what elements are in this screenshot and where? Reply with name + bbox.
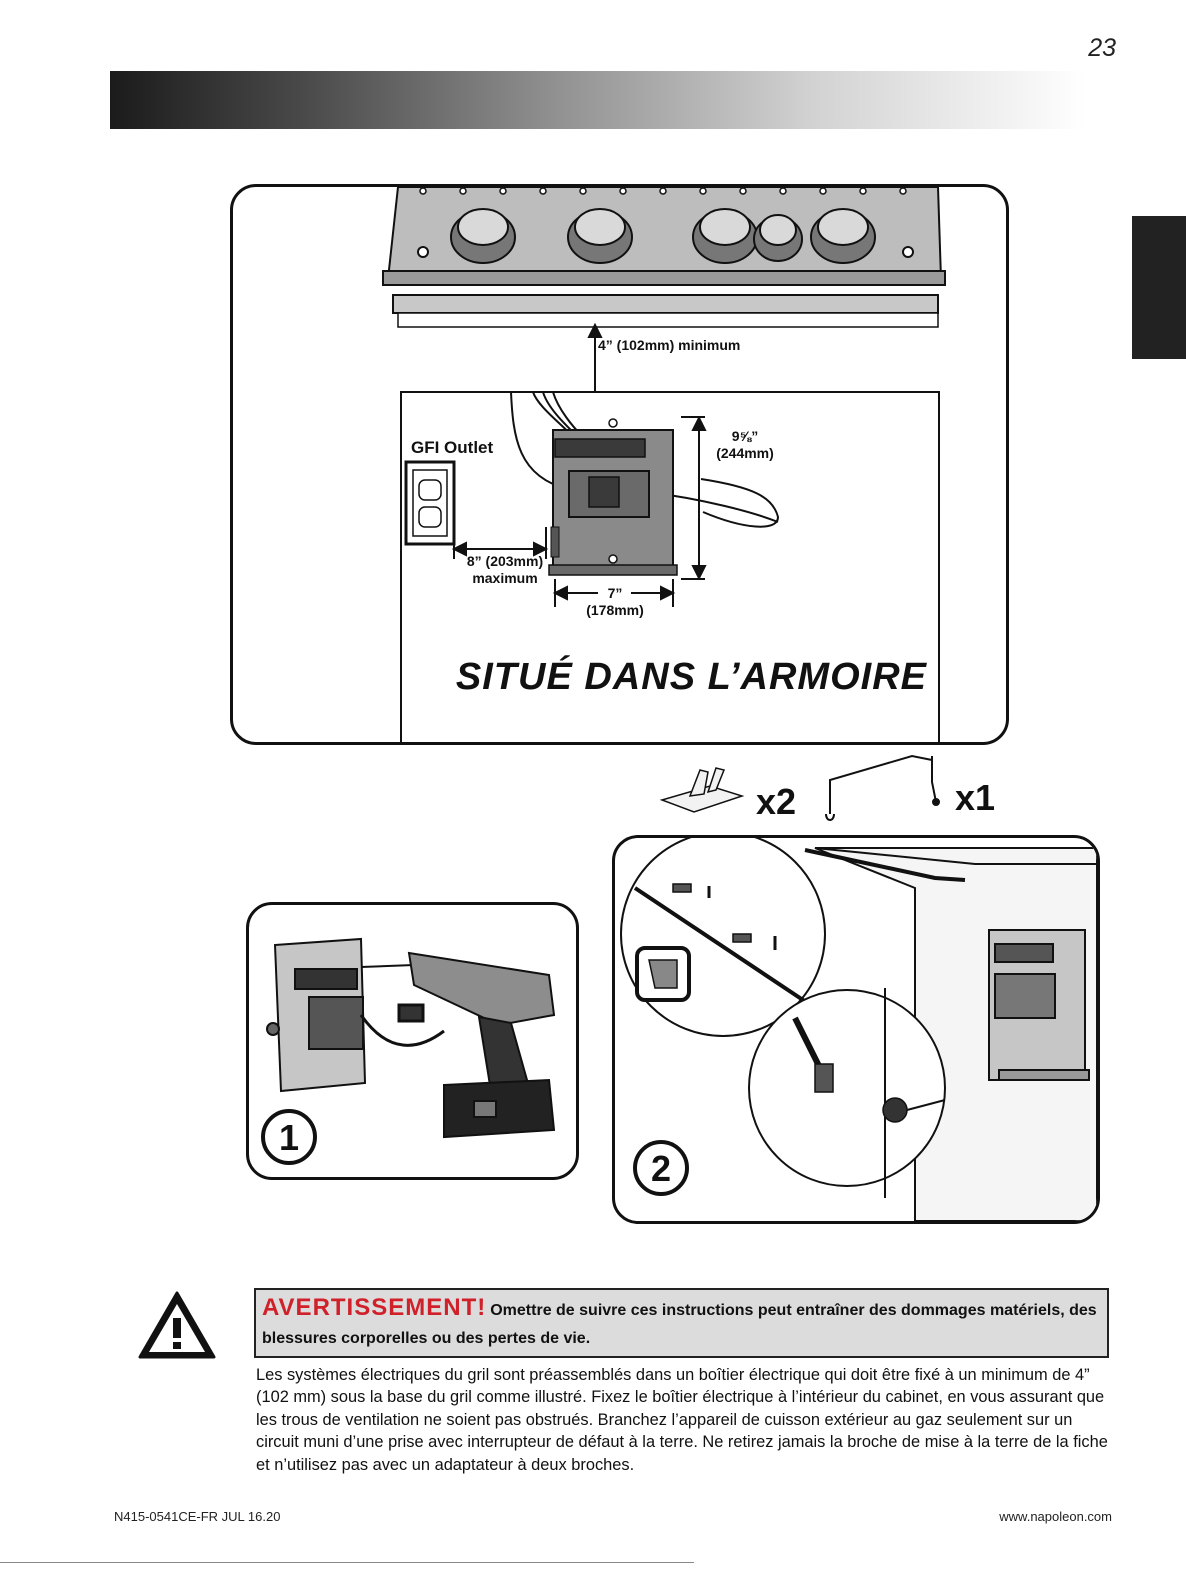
step-1-number: 1 <box>279 1117 299 1158</box>
parts-list: x2 x1 <box>650 742 1090 834</box>
gfi-outlet-label: GFI Outlet <box>411 438 494 457</box>
zoom-detail-clip <box>620 838 826 1037</box>
warning-box: AVERTISSEMENT!Omettre de suivre ces inst… <box>254 1288 1109 1358</box>
website-link[interactable]: www.napoleon.com <box>999 1509 1112 1524</box>
step-2-number: 2 <box>651 1148 671 1189</box>
step-1-badge: 1 <box>261 1109 317 1165</box>
width-dimension <box>552 579 676 607</box>
step-2-figure: 2 <box>612 835 1100 1224</box>
bottom-rule <box>0 1562 694 1563</box>
clip-quantity: x2 <box>756 781 796 822</box>
page-number: 23 <box>1088 34 1116 62</box>
step-2-badge: 2 <box>633 1140 689 1196</box>
parts-illustration: x2 x1 <box>659 754 995 822</box>
clearance-label: 4” (102mm) minimum <box>598 337 740 353</box>
document-code: N415-0541CE-FR JUL 16.20 <box>114 1509 281 1524</box>
mounted-electrical-box <box>988 929 1090 1081</box>
warning-icon <box>138 1290 216 1360</box>
height-dimension <box>681 415 707 581</box>
control-knobs <box>450 208 876 264</box>
step-1-figure: 1 <box>246 902 579 1180</box>
distance-label: 8” (203mm) <box>467 553 543 569</box>
section-side-tab <box>1132 216 1186 359</box>
zoom-detail-probe <box>748 988 946 1198</box>
probe-installation-illustration: 2 <box>620 838 1097 1221</box>
location-title: SITUÉ DANS L’ARMOIRE <box>456 654 928 698</box>
distance-label-max: maximum <box>472 570 537 586</box>
drill-mounting-illustration: 1 <box>261 937 556 1165</box>
warning-text: Omettre de suivre ces instructions peut … <box>262 1302 1097 1347</box>
probe-part-icon <box>825 754 940 821</box>
clip-part-icon <box>659 767 745 813</box>
instructions-paragraph: Les systèmes électriques du gril sont pr… <box>256 1366 1108 1474</box>
width-label-inches: 7” <box>608 585 623 601</box>
electrical-box-plate <box>266 937 367 1093</box>
probe-quantity: x1 <box>955 777 995 818</box>
installation-illustration: 4” (102mm) minimum <box>382 187 946 742</box>
height-label-inches: 9⅝” <box>732 428 758 444</box>
grill-control-panel <box>382 187 946 328</box>
power-cord <box>359 1003 445 1047</box>
cordless-drill <box>360 951 556 1139</box>
height-label-mm: (244mm) <box>716 445 774 461</box>
warning-title: AVERTISSEMENT! <box>262 1294 487 1321</box>
installation-figure: 4” (102mm) minimum <box>230 184 1009 745</box>
distance-dimension <box>451 527 549 559</box>
width-label-mm: (178mm) <box>586 602 644 618</box>
gfi-outlet <box>404 460 456 546</box>
header-gradient-bar <box>110 71 1086 129</box>
electrical-box <box>548 418 678 576</box>
